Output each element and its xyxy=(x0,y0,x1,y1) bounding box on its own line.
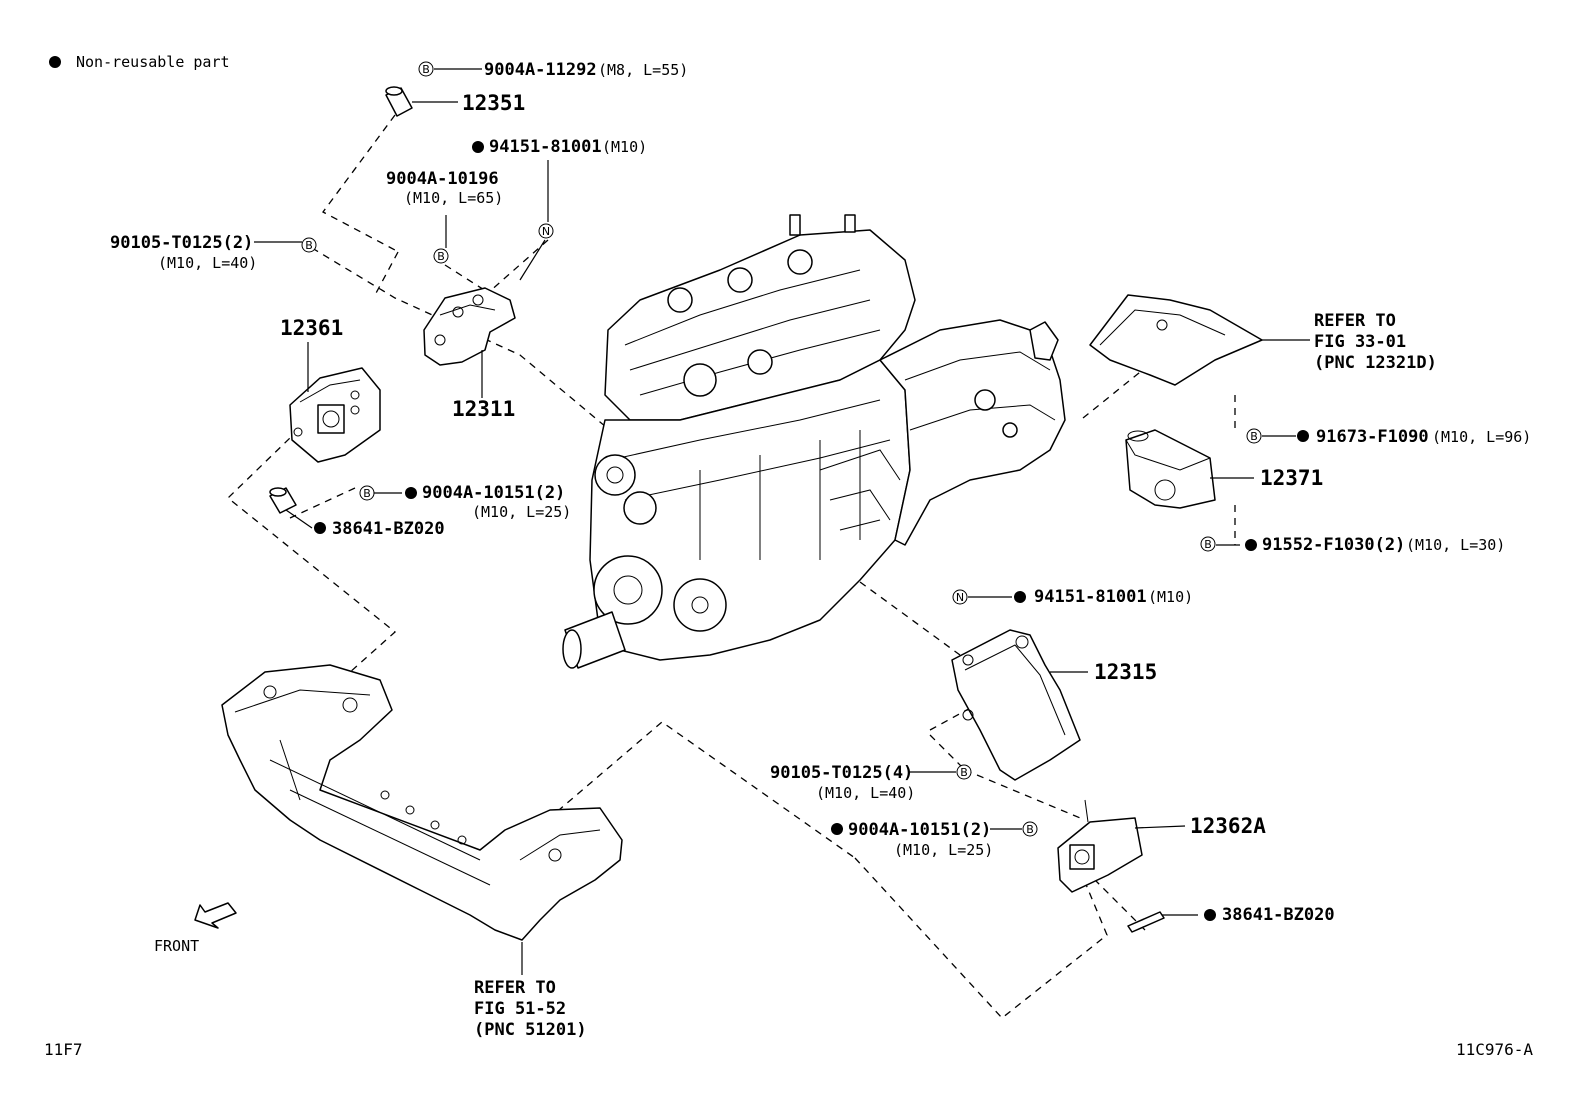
bolt-marker-icon: B xyxy=(301,237,317,253)
label-90105-t0125-2-spec: (M10, L=40) xyxy=(158,254,257,272)
svg-text:B: B xyxy=(363,487,371,500)
label-12361: 12361 xyxy=(280,316,343,340)
non-reusable-dot-icon xyxy=(1014,591,1026,603)
bolt-marker-icon: B xyxy=(359,485,375,501)
label-91673-f1090: 91673-F1090 xyxy=(1316,427,1429,447)
bolt-marker-icon: B xyxy=(1200,536,1216,552)
label-90105-t0125-2: 90105-T0125(2) xyxy=(110,233,253,253)
label-94151-81001-right: 94151-81001 xyxy=(1034,587,1147,607)
label-38641-bz020-right: 38641-BZ020 xyxy=(1222,905,1335,925)
label-91673-f1090-spec: (M10, L=96) xyxy=(1432,428,1531,446)
label-94151-81001-right-spec: (M10) xyxy=(1148,588,1193,606)
svg-text:N: N xyxy=(542,225,550,238)
legend-text: Non-reusable part xyxy=(76,53,230,71)
non-reusable-dots xyxy=(49,56,1309,921)
footer-right-code: 11C976-A xyxy=(1456,1040,1533,1059)
engine-transmission-assembly xyxy=(562,214,1066,669)
label-12362a: 12362A xyxy=(1190,814,1266,838)
refer-bottom-line-1: REFER TO xyxy=(474,978,556,998)
non-reusable-dot-icon xyxy=(1297,430,1309,442)
refer-top-line-2: FIG 33-01 xyxy=(1314,332,1406,352)
part-12361-insulator xyxy=(289,367,381,463)
part-12315-bracket xyxy=(951,629,1081,781)
legend-dot-icon xyxy=(49,56,61,68)
non-reusable-dot-icon xyxy=(472,141,484,153)
label-38641-bz020-left: 38641-BZ020 xyxy=(332,519,445,539)
label-9004a-10151-right: 9004A-10151(2) xyxy=(848,820,991,840)
label-9004a-10151-right-spec: (M10, L=25) xyxy=(894,841,993,859)
front-arrow-icon xyxy=(194,902,237,929)
refer-top-line-1: REFER TO xyxy=(1314,311,1396,331)
part-38641-stopper-right xyxy=(1127,911,1165,933)
bolt-marker-icon: B xyxy=(1022,821,1038,837)
label-12315: 12315 xyxy=(1094,660,1157,684)
transmission-bracket xyxy=(1089,294,1263,386)
refer-bottom-line-2: FIG 51-52 xyxy=(474,999,566,1019)
svg-text:B: B xyxy=(437,250,445,263)
label-12371: 12371 xyxy=(1260,466,1323,490)
part-38641-stopper-left xyxy=(269,487,297,514)
front-crossmember xyxy=(221,664,623,941)
non-reusable-dot-icon xyxy=(405,487,417,499)
refer-bottom-line-3: (PNC 51201) xyxy=(474,1020,587,1040)
svg-text:N: N xyxy=(956,591,964,604)
nut-marker-icon: N xyxy=(952,589,968,605)
label-90105-t0125-4: 90105-T0125(4) xyxy=(770,763,913,783)
label-12351: 12351 xyxy=(462,91,525,115)
leader-lines xyxy=(254,68,1310,975)
label-90105-t0125-4-spec: (M10, L=40) xyxy=(816,784,915,802)
label-9004a-10151-left: 9004A-10151(2) xyxy=(422,483,565,503)
part-12371-insulator xyxy=(1125,429,1216,509)
label-9004a-10151-left-spec: (M10, L=25) xyxy=(472,503,571,521)
refer-top-line-3: (PNC 12321D) xyxy=(1314,353,1437,373)
bolt-marker-icon: B xyxy=(956,764,972,780)
label-9004a-10196: 9004A-10196 xyxy=(386,169,499,189)
label-91552-f1030-spec: (M10, L=30) xyxy=(1406,536,1505,554)
footer-left-code: 11F7 xyxy=(44,1040,83,1059)
label-9004a-11292-spec: (M8, L=55) xyxy=(598,61,688,79)
label-91552-f1030: 91552-F1030(2) xyxy=(1262,535,1405,555)
non-reusable-dot-icon xyxy=(831,823,843,835)
part-12362a-insulator xyxy=(1057,799,1143,893)
svg-text:B: B xyxy=(1026,823,1034,836)
label-12311: 12311 xyxy=(452,397,515,421)
svg-text:B: B xyxy=(305,239,313,252)
part-12351-damper xyxy=(385,86,413,117)
nut-marker-icon: N xyxy=(538,223,554,239)
bolt-marker-icon: B xyxy=(433,248,449,264)
part-12311-bracket xyxy=(423,287,516,366)
label-94151-81001-top: 94151-81001 xyxy=(489,137,602,157)
svg-text:B: B xyxy=(960,766,968,779)
label-9004a-11292: 9004A-11292 xyxy=(484,60,597,80)
bolt-marker-icon: B xyxy=(1246,428,1262,444)
front-label: FRONT xyxy=(154,937,199,955)
non-reusable-dot-icon xyxy=(314,522,326,534)
svg-text:B: B xyxy=(422,63,430,76)
non-reusable-dot-icon xyxy=(1245,539,1257,551)
label-94151-81001-top-spec: (M10) xyxy=(602,138,647,156)
svg-text:B: B xyxy=(1250,430,1258,443)
non-reusable-dot-icon xyxy=(1204,909,1216,921)
bolt-marker-icon: B xyxy=(418,61,434,77)
label-9004a-10196-spec: (M10, L=65) xyxy=(404,189,503,207)
svg-text:B: B xyxy=(1204,538,1212,551)
